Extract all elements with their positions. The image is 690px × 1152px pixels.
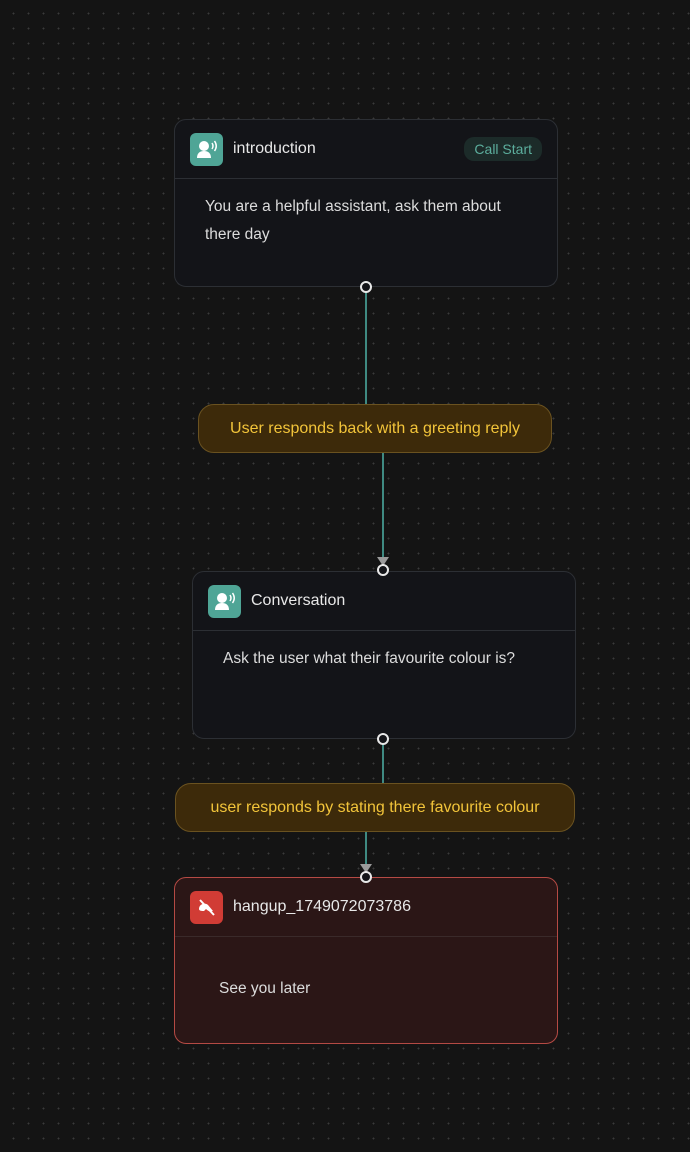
node-prompt: Ask the user what their favourite colour… [223,650,516,667]
edge-line [365,831,367,867]
target-handle[interactable] [360,871,372,883]
arrow-head-icon [360,864,372,873]
edge-line [382,452,384,564]
edge-line [382,744,384,784]
edge-label[interactable]: user responds by stating there favourite… [175,783,575,832]
node-title: hangup_1749072073786 [233,898,411,915]
speaking-person-icon [208,584,241,618]
node-title: introduction [233,140,316,157]
target-handle[interactable] [377,564,389,576]
node-prompt: You are a helpful assistant, ask them ab… [205,198,501,243]
edge-line [365,292,367,404]
speaking-person-icon [190,132,223,166]
node-hangup[interactable]: hangup_1749072073786 See you later [174,877,558,1044]
edge-label[interactable]: User responds back with a greeting reply [198,404,552,453]
node-prompt: See you later [219,980,311,997]
arrow-head-icon [377,557,389,566]
call-start-badge: Call Start [464,137,542,161]
hangup-phone-icon [190,890,223,924]
node-introduction[interactable]: introduction Call Start You are a helpfu… [174,119,558,287]
node-conversation[interactable]: Conversation Ask the user what their fav… [192,571,576,739]
node-title: Conversation [251,592,346,609]
source-handle[interactable] [360,281,372,293]
source-handle[interactable] [377,733,389,745]
